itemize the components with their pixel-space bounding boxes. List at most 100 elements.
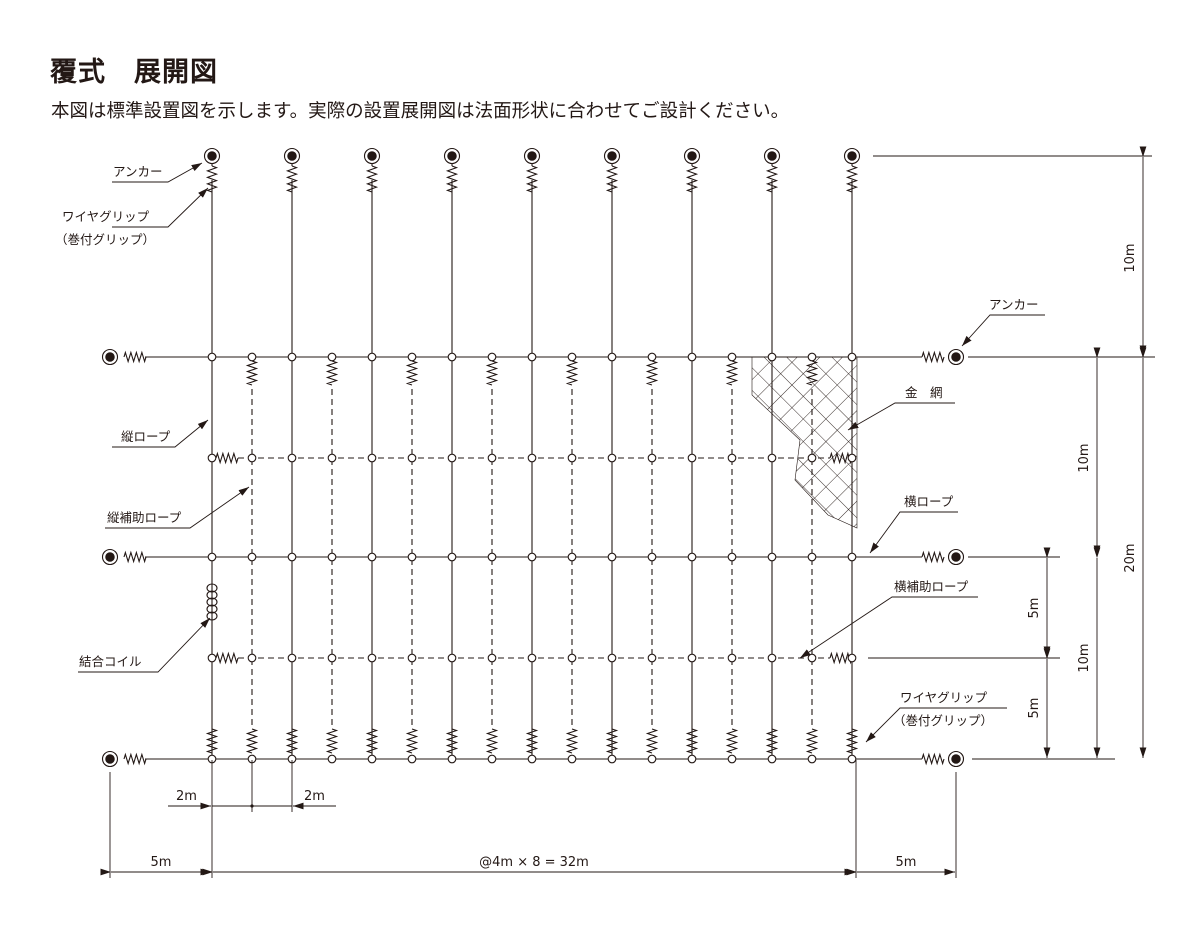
rope-clip	[487, 453, 497, 463]
leader-wire-grip-bottom	[865, 707, 1007, 743]
anchor-left-core	[105, 754, 115, 764]
label-wire-grip-top-1: ワイヤグリップ	[62, 209, 150, 224]
rope-clip	[367, 754, 377, 764]
rope-clip	[807, 552, 817, 562]
leader-vertical-aux-rope	[105, 486, 250, 529]
anchor-top-core	[447, 151, 457, 161]
rope-clip	[807, 453, 817, 463]
rope-clip	[647, 453, 657, 463]
rope-clip	[647, 653, 657, 663]
rope-clip	[327, 653, 337, 663]
dim-upper-5m: 5m	[1027, 598, 1042, 619]
anchor-right-core	[951, 352, 961, 362]
rope-clip	[767, 453, 777, 463]
aux-rope-spring-bottom	[325, 728, 339, 754]
rope-clip	[727, 453, 737, 463]
rope-clip	[847, 352, 857, 362]
horizontal-rope-spring-left	[123, 550, 147, 564]
rope-clip	[727, 352, 737, 362]
rope-clip	[447, 653, 457, 663]
rope-clip	[727, 552, 737, 562]
rope-clip	[447, 754, 457, 764]
rope-clip	[487, 754, 497, 764]
aux-rope-spring-top	[245, 360, 259, 386]
rope-clip	[207, 653, 217, 663]
rope-clip	[847, 754, 857, 764]
rope-clip	[247, 653, 257, 663]
dim-total-20m: 20m	[1123, 543, 1138, 572]
rope-clip	[287, 453, 297, 463]
anchor-top	[843, 147, 861, 165]
wire-grip-top	[685, 165, 699, 193]
anchor-top-core	[687, 151, 697, 161]
coupling-coil	[206, 583, 218, 621]
rope-clip	[527, 754, 537, 764]
anchor-top	[763, 147, 781, 165]
anchor-top-core	[527, 151, 537, 161]
aux-rope-spring-bottom	[725, 728, 739, 754]
wire-grip-bottom	[685, 728, 699, 754]
leader-horizontal-rope	[869, 511, 958, 554]
rope-clip	[327, 453, 337, 463]
anchor-top	[603, 147, 621, 165]
aux-rope-spring-left	[215, 451, 239, 465]
rope-clip	[207, 352, 217, 362]
rope-clip	[527, 653, 537, 663]
anchor-right	[947, 548, 965, 566]
aux-rope-spring-top	[565, 360, 579, 386]
rope-clip	[687, 653, 697, 663]
rope-clip	[487, 653, 497, 663]
anchor-top	[363, 147, 381, 165]
anchor-top	[203, 147, 221, 165]
anchor-top-core	[767, 151, 777, 161]
horizontal-rope-spring-left	[123, 350, 147, 364]
leader-wire-mesh	[847, 402, 955, 431]
rope-clip	[447, 453, 457, 463]
anchor-top-core	[847, 151, 857, 161]
horizontal-rope-spring-left	[123, 752, 147, 766]
rope-clip	[527, 352, 537, 362]
wire-grip-top	[525, 165, 539, 193]
wire-grip-bottom	[605, 728, 619, 754]
wire-grip-bottom	[765, 728, 779, 754]
leader-anchor-right	[961, 314, 1045, 347]
rope-clip	[607, 352, 617, 362]
aux-rope-spring-bottom	[805, 728, 819, 754]
leader-coupling-coil	[78, 617, 211, 673]
rope-clip	[647, 754, 657, 764]
anchor-left	[101, 750, 119, 768]
label-wire-grip-bottom-2: （巻付グリップ）	[893, 713, 993, 728]
wire-grip-bottom	[285, 728, 299, 754]
rope-clip	[847, 453, 857, 463]
rope-clip	[767, 552, 777, 562]
aux-rope-spring-top	[725, 360, 739, 386]
label-wire-grip-bottom-1: ワイヤグリップ	[900, 690, 988, 705]
rope-clip	[687, 552, 697, 562]
aux-rope-spring-bottom	[565, 728, 579, 754]
label-coupling-coil: 結合コイル	[79, 654, 142, 669]
anchor-right	[947, 348, 965, 366]
rope-clip	[647, 552, 657, 562]
aux-rope-spring-bottom	[245, 728, 259, 754]
dim-lower-10m: 10m	[1077, 643, 1092, 672]
wire-grip-top	[445, 165, 459, 193]
wire-grip-top	[205, 165, 219, 193]
horizontal-rope-spring-right	[921, 550, 945, 564]
rope-clip	[767, 653, 777, 663]
dim-left-2m: 2m	[176, 789, 197, 804]
aux-rope-spring-bottom	[405, 728, 419, 754]
aux-rope-spring-left	[215, 651, 239, 665]
rope-clip	[487, 352, 497, 362]
leader-anchor-top	[112, 162, 203, 183]
anchor-left-core	[105, 352, 115, 362]
rope-clip	[407, 754, 417, 764]
rope-clip	[767, 754, 777, 764]
dim-right-2m: 2m	[304, 789, 325, 804]
label-wire-grip-top-2: （巻付グリップ）	[55, 232, 155, 247]
leader-wire-grip-top	[112, 187, 209, 228]
anchor-left-core	[105, 552, 115, 562]
wire-grip-bottom	[445, 728, 459, 754]
rope-clip	[207, 552, 217, 562]
rope-clip	[727, 754, 737, 764]
rope-clip	[847, 653, 857, 663]
